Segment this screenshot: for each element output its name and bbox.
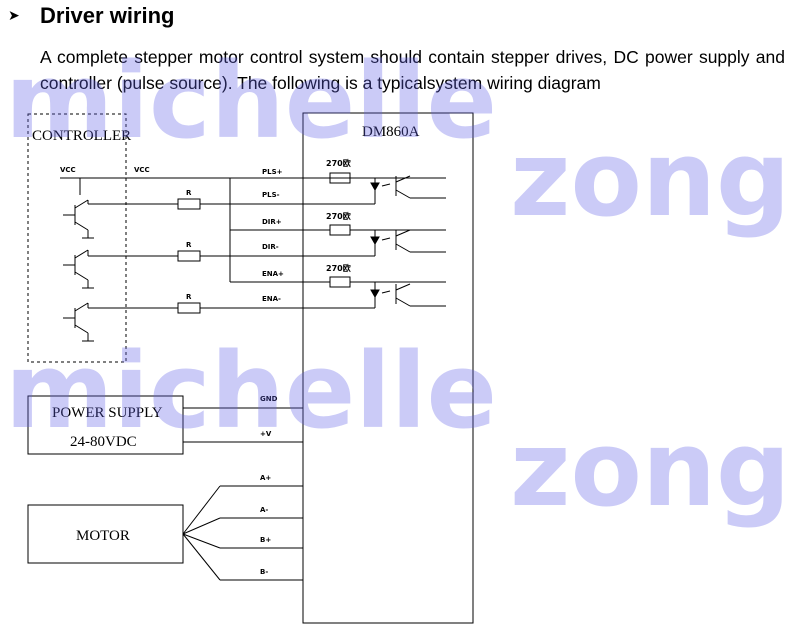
gnd-label: GND xyxy=(260,395,278,403)
motor-label: MOTOR xyxy=(76,528,130,544)
resistor-270-label-3: 270欧 xyxy=(326,263,351,273)
optocoupler-1 xyxy=(370,175,446,199)
terminal-b-plus: B+ xyxy=(260,536,271,544)
transistor-3 xyxy=(63,302,178,342)
section-header: ➤ Driver wiring A complete stepper motor… xyxy=(0,0,800,110)
power-supply-voltage: 24-80VDC xyxy=(70,434,137,450)
vplus-label: +V xyxy=(260,430,272,438)
vcc-left-label: VCC xyxy=(60,166,76,174)
terminal-b-minus: B- xyxy=(260,568,268,576)
resistor-270-3 xyxy=(329,276,351,288)
resistor-label-3: R xyxy=(186,293,192,301)
optocoupler-3 xyxy=(370,283,446,307)
signal-pls-plus: PLS+ xyxy=(262,168,283,176)
terminal-a-plus: A+ xyxy=(260,474,271,482)
signal-pls-minus: PLS- xyxy=(262,191,280,199)
section-title: Driver wiring xyxy=(40,3,175,28)
resistor-r2 xyxy=(177,250,201,262)
terminal-a-minus: A- xyxy=(260,506,268,514)
resistor-r1 xyxy=(177,198,201,210)
signal-dir-plus: DIR+ xyxy=(262,218,282,226)
power-supply-box xyxy=(27,395,184,455)
resistor-270-label-1: 270欧 xyxy=(326,158,351,168)
resistor-270-2 xyxy=(329,224,351,236)
vcc-right-label: VCC xyxy=(134,166,150,174)
controller-box xyxy=(27,113,127,363)
controller-label: CONTROLLER xyxy=(32,128,131,144)
resistor-label-2: R xyxy=(186,241,192,249)
intro-paragraph: A complete stepper motor control system … xyxy=(40,47,785,93)
power-supply-label: POWER SUPPLY xyxy=(52,405,163,421)
resistor-label-1: R xyxy=(186,189,192,197)
transistor-2 xyxy=(63,249,178,289)
signal-ena-minus: ENA- xyxy=(262,295,281,303)
driver-label: DM860A xyxy=(362,124,420,140)
optocoupler-2 xyxy=(370,229,446,253)
signal-ena-plus: ENA+ xyxy=(262,270,284,278)
transistor-1 xyxy=(60,177,178,239)
signal-dir-minus: DIR- xyxy=(262,243,279,251)
resistor-270-label-2: 270欧 xyxy=(326,211,351,221)
driver-box xyxy=(302,112,474,624)
arrow-bullet-icon: ➤ xyxy=(8,8,20,24)
resistor-r3 xyxy=(177,302,201,314)
